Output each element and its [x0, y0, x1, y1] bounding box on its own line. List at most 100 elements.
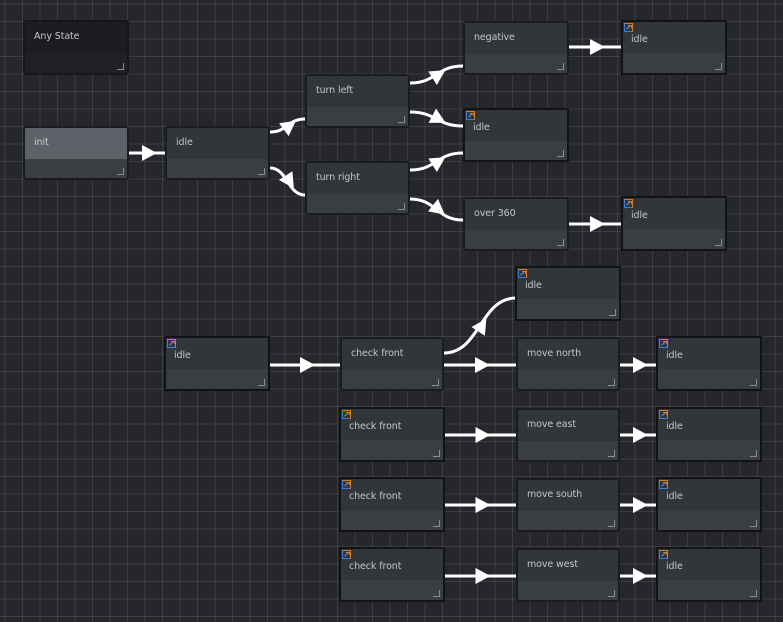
resize-handle-icon[interactable]: [432, 379, 439, 386]
resize-handle-icon[interactable]: [258, 168, 265, 175]
node-header: [166, 338, 268, 369]
jump-link-icon: [624, 199, 633, 208]
node-jump-idle[interactable]: idle: [621, 196, 727, 251]
node-label: init: [34, 137, 49, 148]
transition-arrow-icon: [142, 145, 157, 161]
transition-edge[interactable]: [269, 166, 306, 197]
jump-link-icon: [624, 23, 633, 32]
resize-handle-icon[interactable]: [750, 450, 757, 457]
resize-handle-icon[interactable]: [433, 520, 440, 527]
transition-edge[interactable]: [409, 151, 464, 172]
node-jump-check-front[interactable]: check front: [339, 477, 445, 532]
jump-link-icon: [659, 410, 668, 419]
node-jump-idle[interactable]: idle: [515, 266, 621, 321]
node-header: [518, 339, 618, 370]
transition-arrow-icon: [590, 39, 605, 55]
resize-handle-icon[interactable]: [557, 63, 564, 70]
node-header: [465, 23, 567, 54]
node-label: move south: [527, 489, 583, 500]
transition-arrow-icon: [300, 357, 315, 373]
jump-link-icon: [518, 269, 527, 278]
node-negative[interactable]: negative: [463, 21, 569, 75]
node-header: [518, 550, 618, 581]
resize-handle-icon[interactable]: [258, 379, 265, 386]
node-header: [25, 128, 127, 159]
node-header: [167, 128, 268, 159]
transition-edge[interactable]: [409, 64, 464, 85]
transition-arrow-icon: [428, 157, 446, 173]
resize-handle-icon[interactable]: [608, 590, 615, 597]
resize-handle-icon[interactable]: [608, 379, 615, 386]
transition-arrow-icon: [475, 568, 491, 584]
node-jump-idle[interactable]: idle: [463, 108, 569, 162]
jump-link-icon: [466, 111, 475, 120]
node-header: [25, 22, 127, 53]
node-header: [341, 479, 443, 510]
node-jump-idle[interactable]: idle: [621, 20, 727, 75]
node-header: [307, 76, 408, 107]
node-check-front[interactable]: check front: [340, 337, 444, 391]
node-jump-idle[interactable]: idle: [656, 407, 762, 462]
node-label: idle: [176, 137, 193, 148]
resize-handle-icon[interactable]: [609, 309, 616, 316]
resize-handle-icon[interactable]: [557, 150, 564, 157]
node-label: idle: [473, 122, 490, 133]
resize-handle-icon[interactable]: [557, 239, 564, 246]
node-header: [658, 409, 760, 440]
node-header: [342, 339, 442, 370]
node-header: [517, 268, 619, 299]
resize-handle-icon[interactable]: [117, 168, 124, 175]
node-label: idle: [666, 491, 683, 502]
node-header: [465, 110, 567, 141]
node-init[interactable]: init: [23, 126, 129, 180]
node-move-north[interactable]: move north: [516, 337, 620, 391]
node-move-south[interactable]: move south: [516, 478, 620, 532]
node-over-360[interactable]: over 360: [463, 197, 569, 251]
resize-handle-icon[interactable]: [398, 203, 405, 210]
node-turn-right[interactable]: turn right: [305, 161, 410, 215]
resize-handle-icon[interactable]: [715, 63, 722, 70]
node-idle[interactable]: idle: [165, 126, 270, 180]
transition-arrow-icon: [633, 497, 648, 513]
node-any-state[interactable]: Any State: [23, 20, 129, 75]
resize-handle-icon[interactable]: [750, 379, 757, 386]
transition-arrow-icon: [633, 427, 648, 443]
node-turn-left[interactable]: turn left: [305, 74, 410, 128]
node-label: idle: [631, 34, 648, 45]
resize-handle-icon[interactable]: [117, 63, 124, 70]
node-move-east[interactable]: move east: [516, 408, 620, 462]
resize-handle-icon[interactable]: [608, 450, 615, 457]
transition-edge[interactable]: [269, 117, 306, 134]
resize-handle-icon[interactable]: [750, 520, 757, 527]
node-label: idle: [666, 421, 683, 432]
node-jump-idle[interactable]: idle: [656, 547, 762, 602]
node-jump-check-front[interactable]: check front: [339, 407, 445, 462]
node-move-west[interactable]: move west: [516, 548, 620, 602]
transition-arrow-icon: [475, 427, 491, 443]
node-header: [658, 479, 760, 510]
transition-arrow-icon: [278, 171, 294, 189]
resize-handle-icon[interactable]: [608, 520, 615, 527]
transition-edge[interactable]: [443, 296, 517, 355]
transition-arrow-icon: [633, 357, 648, 373]
resize-handle-icon[interactable]: [715, 239, 722, 246]
node-label: over 360: [474, 208, 516, 219]
node-jump-check-front[interactable]: check front: [339, 547, 445, 602]
node-header: [341, 549, 443, 580]
resize-handle-icon[interactable]: [750, 590, 757, 597]
transition-edge[interactable]: [409, 197, 464, 222]
node-label: idle: [666, 561, 683, 572]
resize-handle-icon[interactable]: [398, 116, 405, 123]
transition-arrow-icon: [633, 568, 648, 584]
transition-edge[interactable]: [409, 110, 464, 128]
node-label: idle: [631, 210, 648, 221]
resize-handle-icon[interactable]: [433, 590, 440, 597]
jump-link-icon: [342, 550, 351, 559]
transition-arrow-icon: [428, 108, 446, 123]
node-header: [658, 338, 760, 369]
node-jump-idle[interactable]: idle: [656, 336, 762, 391]
resize-handle-icon[interactable]: [433, 450, 440, 457]
node-jump-idle[interactable]: idle: [164, 336, 270, 391]
node-jump-idle[interactable]: idle: [656, 477, 762, 532]
